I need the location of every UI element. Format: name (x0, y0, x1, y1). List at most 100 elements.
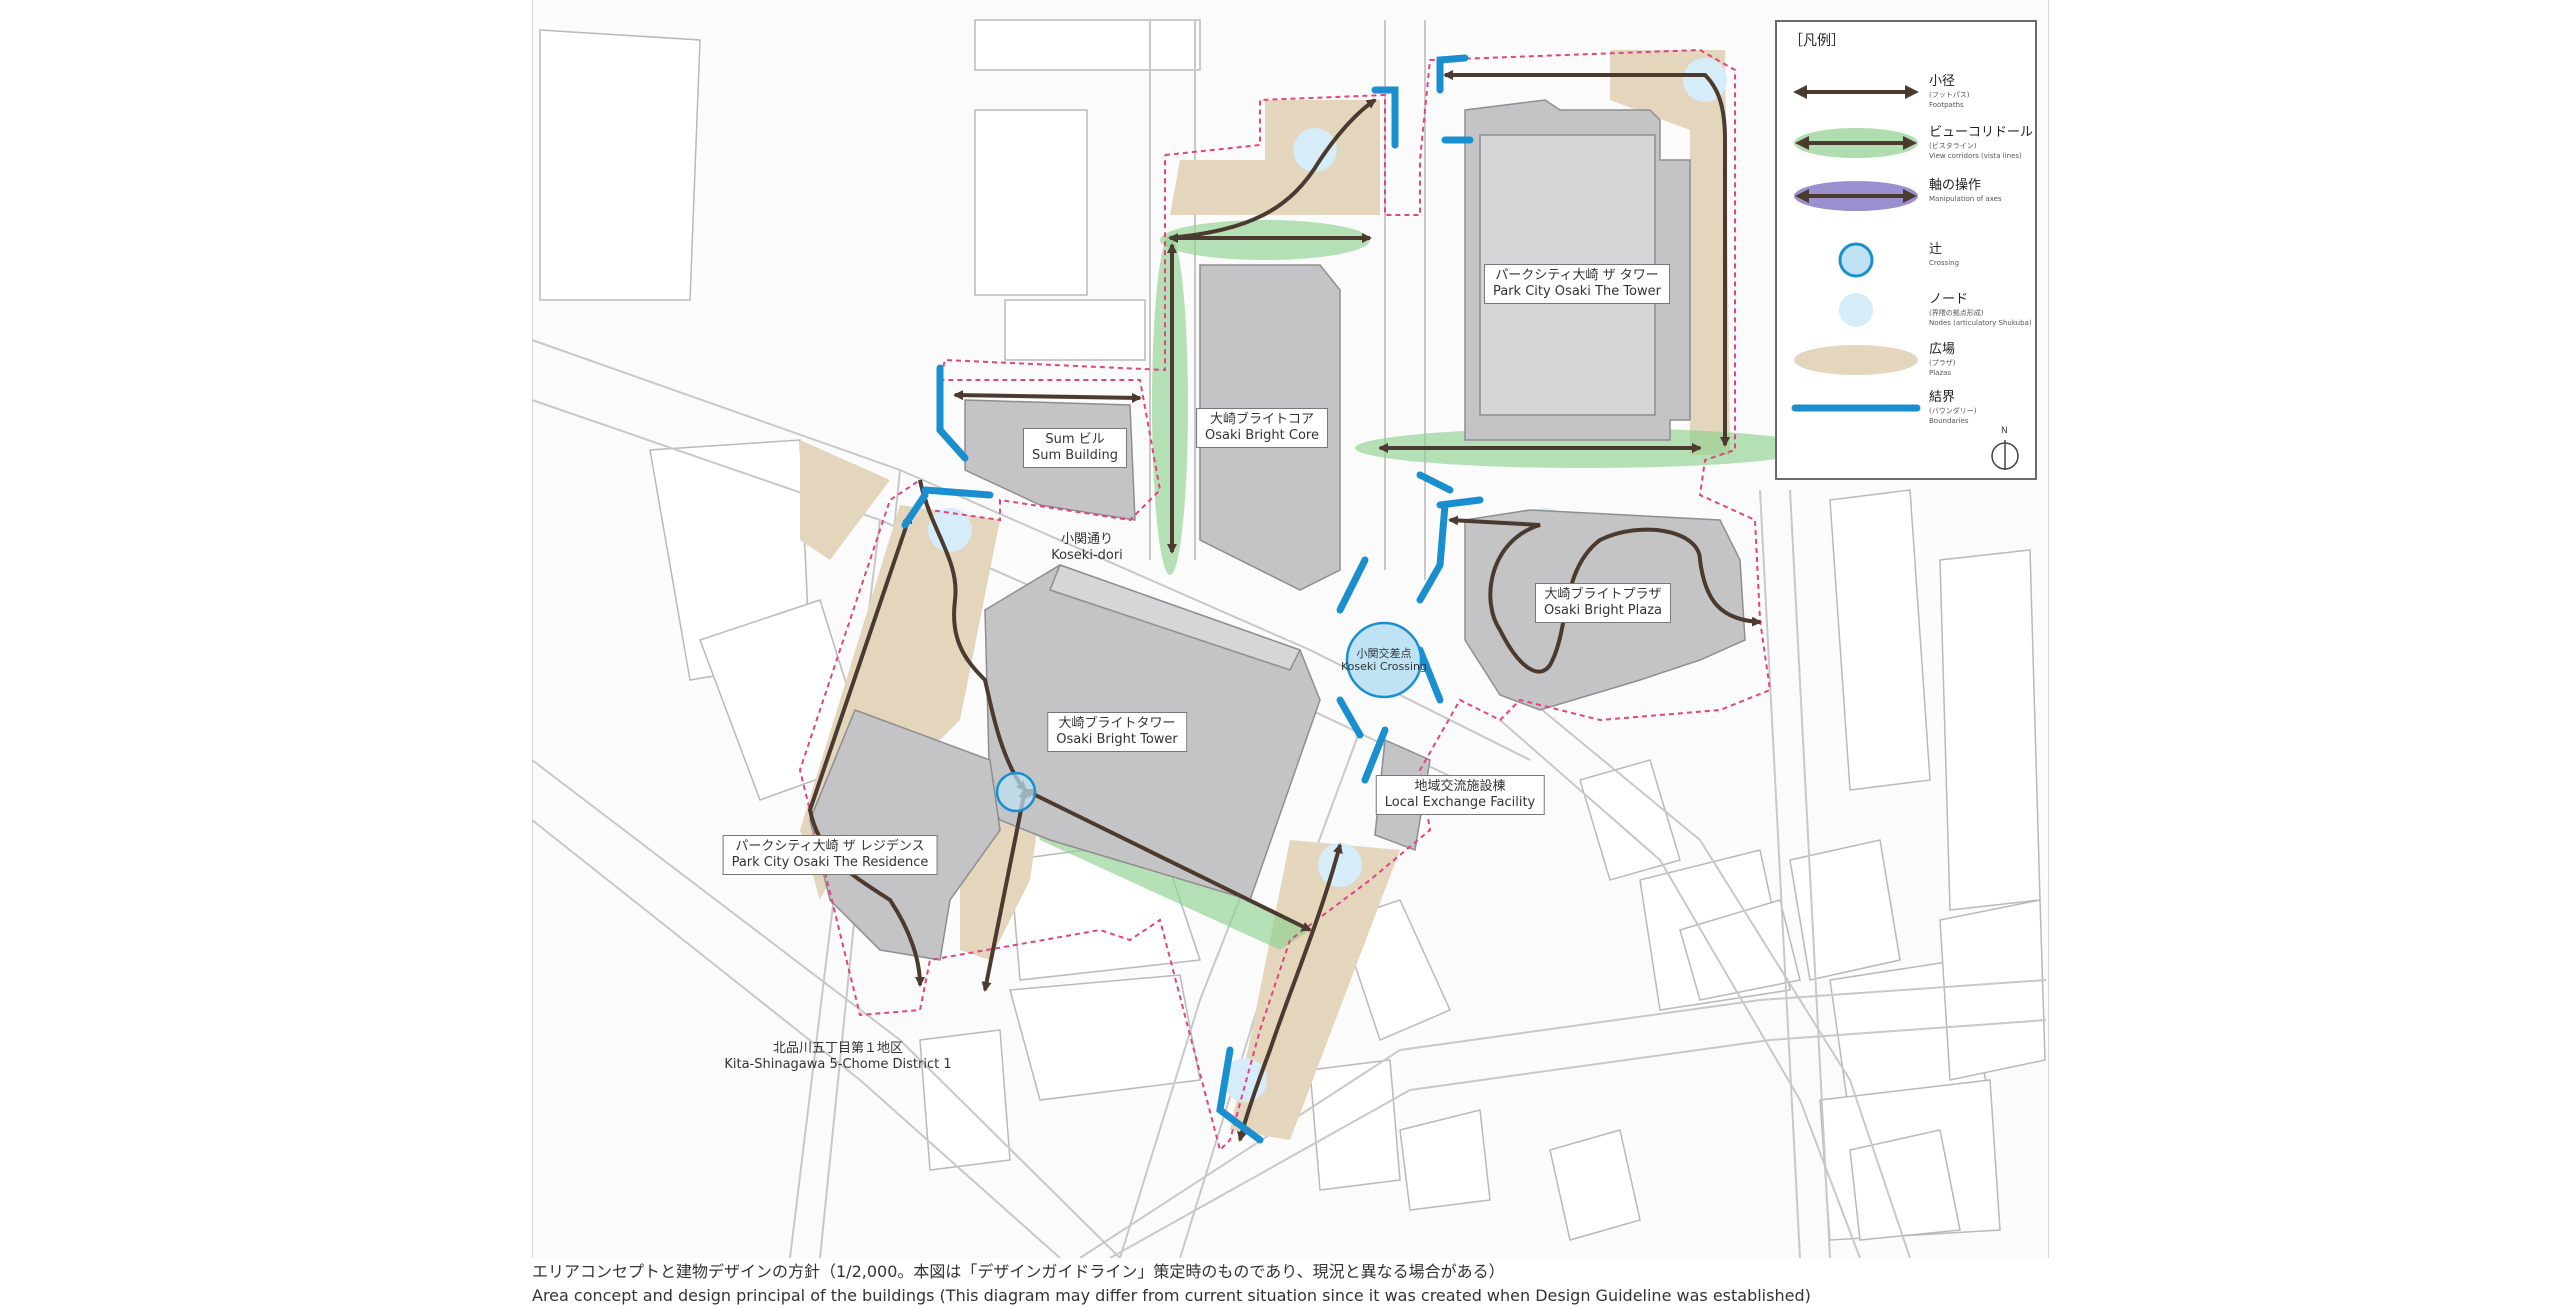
crossing-circle (995, 771, 1037, 813)
label-bright-core: 大崎ブライトコア Osaki Bright Core (1196, 408, 1328, 448)
axis-symbol (1794, 181, 1918, 211)
caption-en: Area concept and design principal of the… (532, 1286, 1811, 1305)
label-jp: 小関交差点 (1356, 647, 1412, 660)
label-en: Local Exchange Facility (1384, 795, 1536, 810)
bg-building (1004, 299, 1146, 361)
boundary (1361, 726, 1389, 784)
label-local-exchange: 地域交流施設棟 Local Exchange Facility (1375, 775, 1545, 815)
boundary (936, 364, 969, 462)
legend-jp: ノード (1929, 292, 1969, 307)
node (928, 508, 972, 552)
boundary (1336, 696, 1364, 739)
label-park-city-residence: パークシティ大崎 ザ レジデンス Park City Osaki The Res… (722, 835, 938, 875)
boundary-symbol (1791, 404, 1921, 412)
bg-building (974, 109, 1088, 296)
footpath (1169, 98, 1377, 240)
legend-en2: Footpaths (1929, 101, 1964, 109)
bg-building (1939, 899, 2046, 1081)
label-jp: 大崎ブライトコア (1209, 412, 1314, 427)
legend-en: (プラザ) (1929, 359, 1956, 367)
label-en: Kita-Shinagawa 5-Chome District 1 (724, 1057, 952, 1072)
site-boundary (798, 48, 1772, 1152)
label-bright-tower: 大崎ブライトタワー Osaki Bright Tower (1047, 712, 1187, 752)
bg-building (1679, 899, 1801, 1001)
road-edge (531, 759, 1121, 1258)
legend-en2: Crossing (1929, 259, 1960, 267)
footpath-symbol (1793, 85, 1919, 99)
koseki-crossing-circle (1345, 621, 1423, 699)
bg-building (1829, 489, 1931, 791)
road-edge (1079, 979, 2047, 1258)
legend-en: (ビスタライン) (1929, 142, 1977, 150)
bg-building (1579, 759, 1681, 881)
site-map (531, 19, 2047, 1258)
legend-jp: 結界 (1929, 390, 1956, 405)
legend-jp: ビューコリドール (1929, 125, 2034, 140)
legend-jp: 軸の操作 (1929, 178, 1982, 193)
view-corridor-symbol (1794, 128, 1918, 158)
footpath (918, 479, 1027, 792)
footpath (981, 788, 1029, 992)
legend-item-nodes: ノード (界隈の拠点形成) Nodes (articulatory Shukub… (1777, 292, 2035, 332)
road-edge (1529, 699, 1911, 1258)
north-arrow-icon: N (1987, 426, 2023, 476)
road-edge (1109, 1019, 2047, 1258)
label-en: Park City Osaki The Tower (1492, 284, 1662, 299)
footpath (1443, 70, 1730, 447)
legend-item-crossing: 辻 Crossing (1777, 242, 2035, 282)
bg-building (974, 19, 1201, 71)
label-park-city-tower: パークシティ大崎 ザ タワー Park City Osaki The Tower (1483, 264, 1671, 304)
label-jp: 大崎ブライトタワー (1058, 716, 1176, 731)
label-jp: パークシティ大崎 ザ レジデンス (735, 839, 925, 854)
boundary (921, 486, 994, 499)
label-jp: 小関通り (1060, 532, 1114, 547)
boundaries (901, 54, 1484, 1144)
boundary (1216, 1046, 1264, 1144)
node-symbol (1839, 293, 1873, 327)
legend-item-view-corridors: ビューコリドール (ビスタライン) View corridors (vista … (1777, 125, 2035, 165)
label-jp: 地域交流施設棟 (1414, 779, 1506, 794)
label-en: Osaki Bright Core (1205, 428, 1319, 443)
label-jp: パークシティ大崎 ザ タワー (1495, 268, 1659, 283)
plaza (1170, 100, 1380, 215)
building-bright-tower-edge (1049, 564, 1302, 671)
bg-building (1009, 974, 1201, 1101)
footpath (1237, 843, 1343, 1142)
label-en: Park City Osaki The Residence (731, 855, 929, 870)
boundary (1416, 646, 1444, 704)
legend-en: (フットパス) (1929, 91, 1970, 99)
legend-item-plazas: 広場 (プラザ) Plazas (1777, 342, 2035, 382)
boundary (1416, 496, 1484, 604)
legend-jp: 小径 (1929, 74, 1956, 89)
label-en: Koseki-dori (1051, 548, 1123, 563)
label-en: Osaki Bright Plaza (1543, 603, 1663, 618)
crossing-symbol (1838, 242, 1874, 278)
label-en: Koseki Crossing (1341, 660, 1427, 673)
label-jp: 大崎ブライトプラザ (1544, 587, 1662, 602)
legend-en2: Manipulation of axes (1929, 195, 2002, 203)
legend: ［凡例］ 小径 (フットパス) Footpaths ビューコリドール (ビスタラ… (1775, 20, 2037, 480)
legend-en: (界隈の拠点形成) (1929, 309, 1984, 317)
legend-jp: 広場 (1929, 342, 1956, 357)
legend-en2: View corridors (vista lines) (1929, 152, 2022, 160)
bg-building (1939, 549, 2041, 911)
caption: エリアコンセプトと建物デザインの方針（1/2,000。本図は「デザインガイドライ… (532, 1260, 1811, 1308)
road-edge (531, 339, 1531, 761)
road-edge (1759, 489, 1801, 1258)
road-edge (531, 819, 1061, 1258)
caption-jp: エリアコンセプトと建物デザインの方針（1/2,000。本図は「デザインガイドライ… (532, 1262, 1505, 1281)
road-edge (1789, 489, 1831, 1258)
boundary (901, 491, 929, 529)
legend-item-boundaries: 結界 (バウンダリー) Boundaries (1777, 390, 2035, 430)
label-district: 北品川五丁目第１地区 Kita-Shinagawa 5-Chome Distri… (724, 1041, 951, 1073)
boundary (1336, 556, 1369, 614)
boundary (1416, 471, 1454, 494)
boundary (1371, 86, 1399, 149)
label-jp: Sum ビル (1045, 432, 1105, 447)
bg-building (539, 29, 701, 301)
legend-en2: Boundaries (1929, 417, 1969, 425)
label-en: Osaki Bright Tower (1056, 732, 1178, 747)
legend-en2: Nodes (articulatory Shukuba) (1929, 319, 2032, 327)
footpath (953, 390, 1142, 403)
bg-building (1549, 1129, 1641, 1241)
